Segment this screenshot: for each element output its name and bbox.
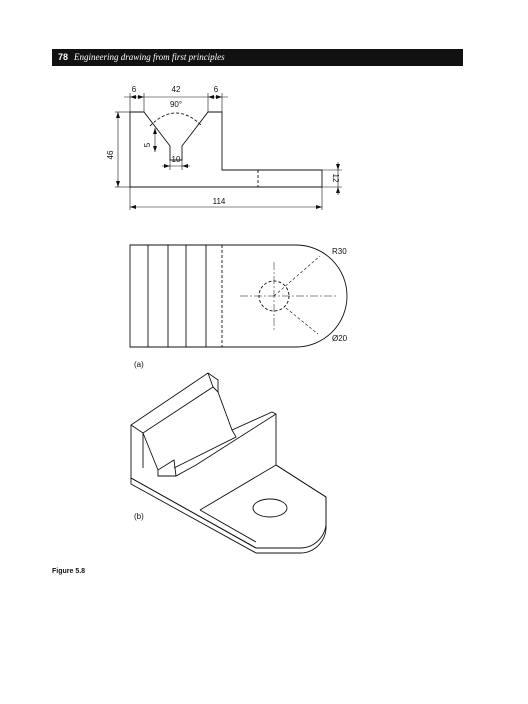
front-view (115, 93, 342, 210)
view-label-a: (a) (134, 360, 144, 369)
dim-12: 12 (331, 174, 340, 183)
leader-dia20 (285, 307, 319, 335)
plan-outline (129, 244, 348, 348)
dim-r30: R30 (332, 247, 347, 256)
dim-46: 46 (106, 150, 115, 159)
page-number: 78 (58, 52, 69, 62)
dim-90-deg: 90° (170, 100, 182, 109)
iso-hole (252, 498, 288, 518)
isometric-view (130, 372, 327, 554)
plan-view (129, 244, 348, 348)
dim-dia20: Ø20 (332, 334, 348, 343)
running-title: Engineering drawing from first principle… (74, 52, 225, 62)
dim-114: 114 (213, 197, 226, 206)
header-text: 78 Engineering drawing from first princip… (58, 50, 225, 65)
view-label-b: (b) (134, 512, 144, 521)
dim-6-right: 6 (214, 85, 219, 94)
front-view-outline (129, 111, 323, 188)
angle-arc (149, 112, 203, 127)
dim-6-left: 6 (132, 85, 137, 94)
dim-42: 42 (172, 85, 181, 94)
dim-5: 5 (143, 142, 152, 147)
iso-outline (130, 372, 327, 549)
leader-r30 (273, 255, 321, 297)
running-header: 78 Engineering drawing from first princip… (52, 49, 463, 66)
dim-10: 10 (172, 155, 181, 164)
figure-caption: Figure 5.8 (52, 568, 86, 575)
